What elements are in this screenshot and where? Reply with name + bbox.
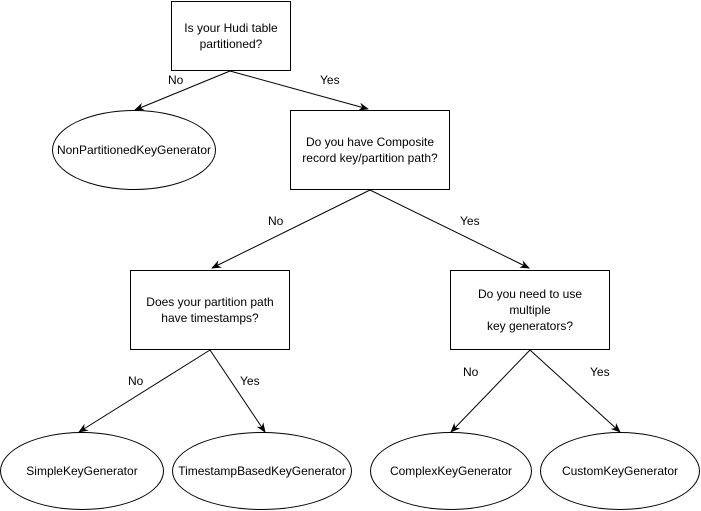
question-node-timestamps: Does your partition path have timestamps… [130, 270, 290, 350]
result-timestamp-text: TimestampBasedKeyGenerator [178, 464, 346, 478]
result-node-complex: ComplexKeyGenerator [370, 432, 532, 510]
edge-partitioned-no [134, 70, 231, 111]
result-complex-text: ComplexKeyGenerator [389, 464, 513, 478]
edge-composite-yes [369, 189, 530, 269]
question-multiple-text: Do you need to use multiple key generato… [477, 287, 583, 333]
edge-composite-no [211, 189, 371, 269]
question-composite-text: Do you have Composite record key/partiti… [302, 135, 438, 165]
edge-multiple-no [450, 349, 531, 433]
edge-label-multiple-no: No [463, 365, 479, 379]
edge-label-composite-yes: Yes [460, 214, 480, 228]
edge-multiple-yes [529, 349, 621, 433]
edge-label-timestamps-no: No [128, 374, 144, 388]
question-node-partitioned: Is your Hudi table partitioned? [171, 1, 291, 71]
edge-timestamps-no [78, 349, 211, 433]
result-simple-text: SimpleKeyGenerator [26, 464, 138, 478]
edge-label-timestamps-yes: Yes [240, 374, 260, 388]
result-nonpartitioned-text: NonPartitionedKeyGenerator [56, 143, 212, 157]
result-node-simple: SimpleKeyGenerator [0, 432, 164, 510]
question-node-multiple: Do you need to use multiple key generato… [450, 270, 610, 350]
edge-label-multiple-yes: Yes [590, 365, 610, 379]
question-partitioned-text: Is your Hudi table partitioned? [184, 21, 278, 51]
edge-timestamps-yes [209, 349, 266, 433]
result-node-timestamp: TimestampBasedKeyGenerator [172, 432, 352, 510]
question-timestamps-text: Does your partition path have timestamps… [146, 295, 274, 325]
result-node-nonpartitioned: NonPartitionedKeyGenerator [52, 110, 216, 190]
question-node-composite: Do you have Composite record key/partiti… [290, 110, 450, 190]
edge-partitioned-yes [229, 70, 369, 111]
edge-label-composite-no: No [268, 214, 284, 228]
edge-label-partitioned-yes: Yes [320, 73, 340, 87]
result-custom-text: CustomKeyGenerator [561, 464, 679, 478]
edge-label-partitioned-no: No [168, 73, 184, 87]
result-node-custom: CustomKeyGenerator [540, 432, 700, 510]
